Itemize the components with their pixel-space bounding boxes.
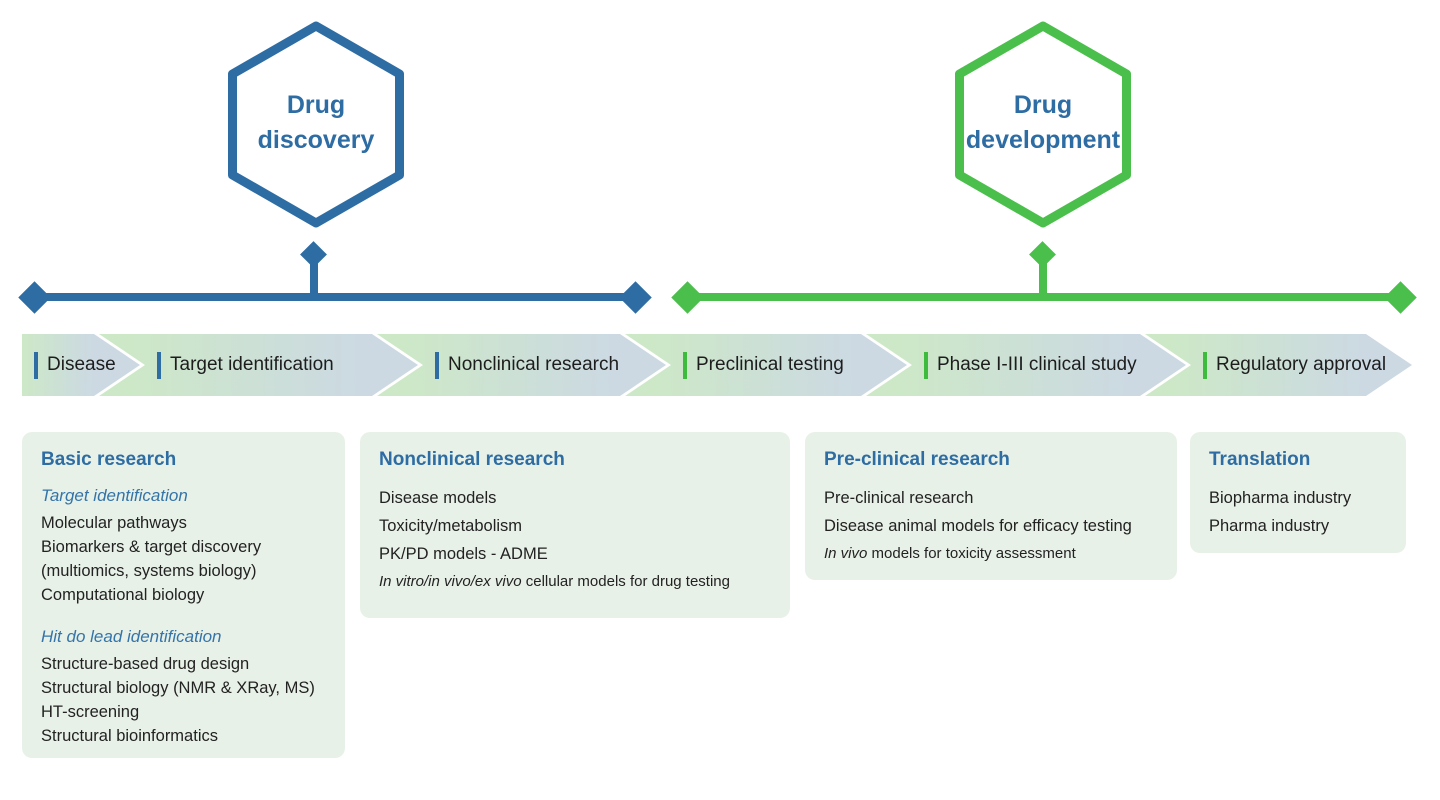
card-item: Structural biology (NMR & XRay, MS) — [41, 679, 315, 697]
stage-label: Preclinical testing — [696, 354, 844, 375]
card-item: Pre-clinical research — [824, 489, 974, 507]
card-item: Pharma industry — [1209, 517, 1330, 535]
discovery-timeline — [30, 293, 637, 301]
drug-development-label: Drug development — [965, 91, 1121, 154]
stage-chevron-regulatory-approval: Regulatory approval — [1145, 334, 1412, 396]
development-timeline — [687, 293, 1403, 301]
stage-label: Phase I-III clinical study — [937, 354, 1137, 375]
stage-label: Disease — [47, 354, 116, 375]
stage-accent-bar — [683, 351, 687, 379]
card-item: Biomarkers & target discovery — [41, 538, 262, 556]
card-nonclinical-research: Nonclinical research Disease models Toxi… — [360, 432, 790, 618]
stage-label: Target identification — [170, 354, 334, 375]
drug-discovery-label: Drug discovery — [257, 91, 375, 154]
card-item: Molecular pathways — [41, 514, 187, 532]
card-subtitle: Target identification — [41, 486, 188, 505]
stage-chevron-disease: Disease — [22, 334, 140, 396]
discovery-stem — [310, 258, 318, 298]
card-item: Structure-based drug design — [41, 655, 250, 673]
card-item: Toxicity/metabolism — [379, 517, 523, 535]
stage-chevron-nonclinical-research: Nonclinical research — [377, 334, 666, 396]
card-item: (multiomics, systems biology) — [41, 562, 257, 580]
card-title: Pre-clinical research — [824, 449, 1010, 470]
card-subtitle: Hit do lead identification — [41, 627, 222, 646]
card-translation: Translation Biopharma industry Pharma in… — [1190, 432, 1406, 553]
card-item: Disease animal models for efficacy testi… — [824, 517, 1132, 535]
timeline-diamond-start-green — [671, 281, 704, 314]
drug-discovery-hexagon — [228, 21, 404, 228]
card-item: Disease models — [379, 489, 497, 507]
card-item: In vitro/in vivo/ex vivo cellular models… — [379, 568, 774, 596]
stage-accent-bar — [435, 351, 439, 379]
stage-label: Regulatory approval — [1216, 354, 1387, 375]
card-item: Structural bioinformatics — [41, 727, 218, 745]
card-item-italic-part: In vitro/in vivo/ex vivo — [379, 573, 522, 590]
stage-accent-bar — [34, 351, 38, 379]
card-basic-research: Basic research Target identification Mol… — [22, 432, 345, 758]
stage-accent-bar — [924, 351, 928, 379]
card-item-regular-part: cellular models for drug testing — [521, 573, 730, 590]
card-title: Basic research — [41, 449, 177, 470]
card-item-italic-part: In vivo — [824, 545, 868, 562]
card-item: Biopharma industry — [1209, 489, 1352, 507]
card-item: HT-screening — [41, 703, 140, 721]
stage-label: Nonclinical research — [448, 354, 620, 375]
stage-chevron-preclinical-testing: Preclinical testing — [625, 334, 907, 396]
card-title: Nonclinical research — [379, 449, 565, 470]
drug-development-hexagon — [955, 21, 1131, 228]
stage-accent-bar — [1203, 351, 1207, 379]
development-stem — [1039, 258, 1047, 298]
card-preclinical-research: Pre-clinical research Pre-clinical resea… — [805, 432, 1177, 580]
stage-chevron-target-identification: Target identification — [99, 334, 418, 396]
timeline-diamond-start-blue — [18, 281, 51, 314]
card-item: In vivo models for toxicity assessment — [824, 540, 1161, 568]
timeline-diamond-end-green — [1384, 281, 1417, 314]
card-item-regular-part: models for toxicity assessment — [867, 545, 1076, 562]
card-title: Translation — [1209, 449, 1311, 470]
stage-accent-bar — [157, 351, 161, 379]
card-item: Computational biology — [41, 586, 205, 604]
card-item: PK/PD models - ADME — [379, 545, 548, 563]
stage-chevron-phase-clinical-study: Phase I-III clinical study — [866, 334, 1186, 396]
timeline-diamond-end-blue — [619, 281, 652, 314]
